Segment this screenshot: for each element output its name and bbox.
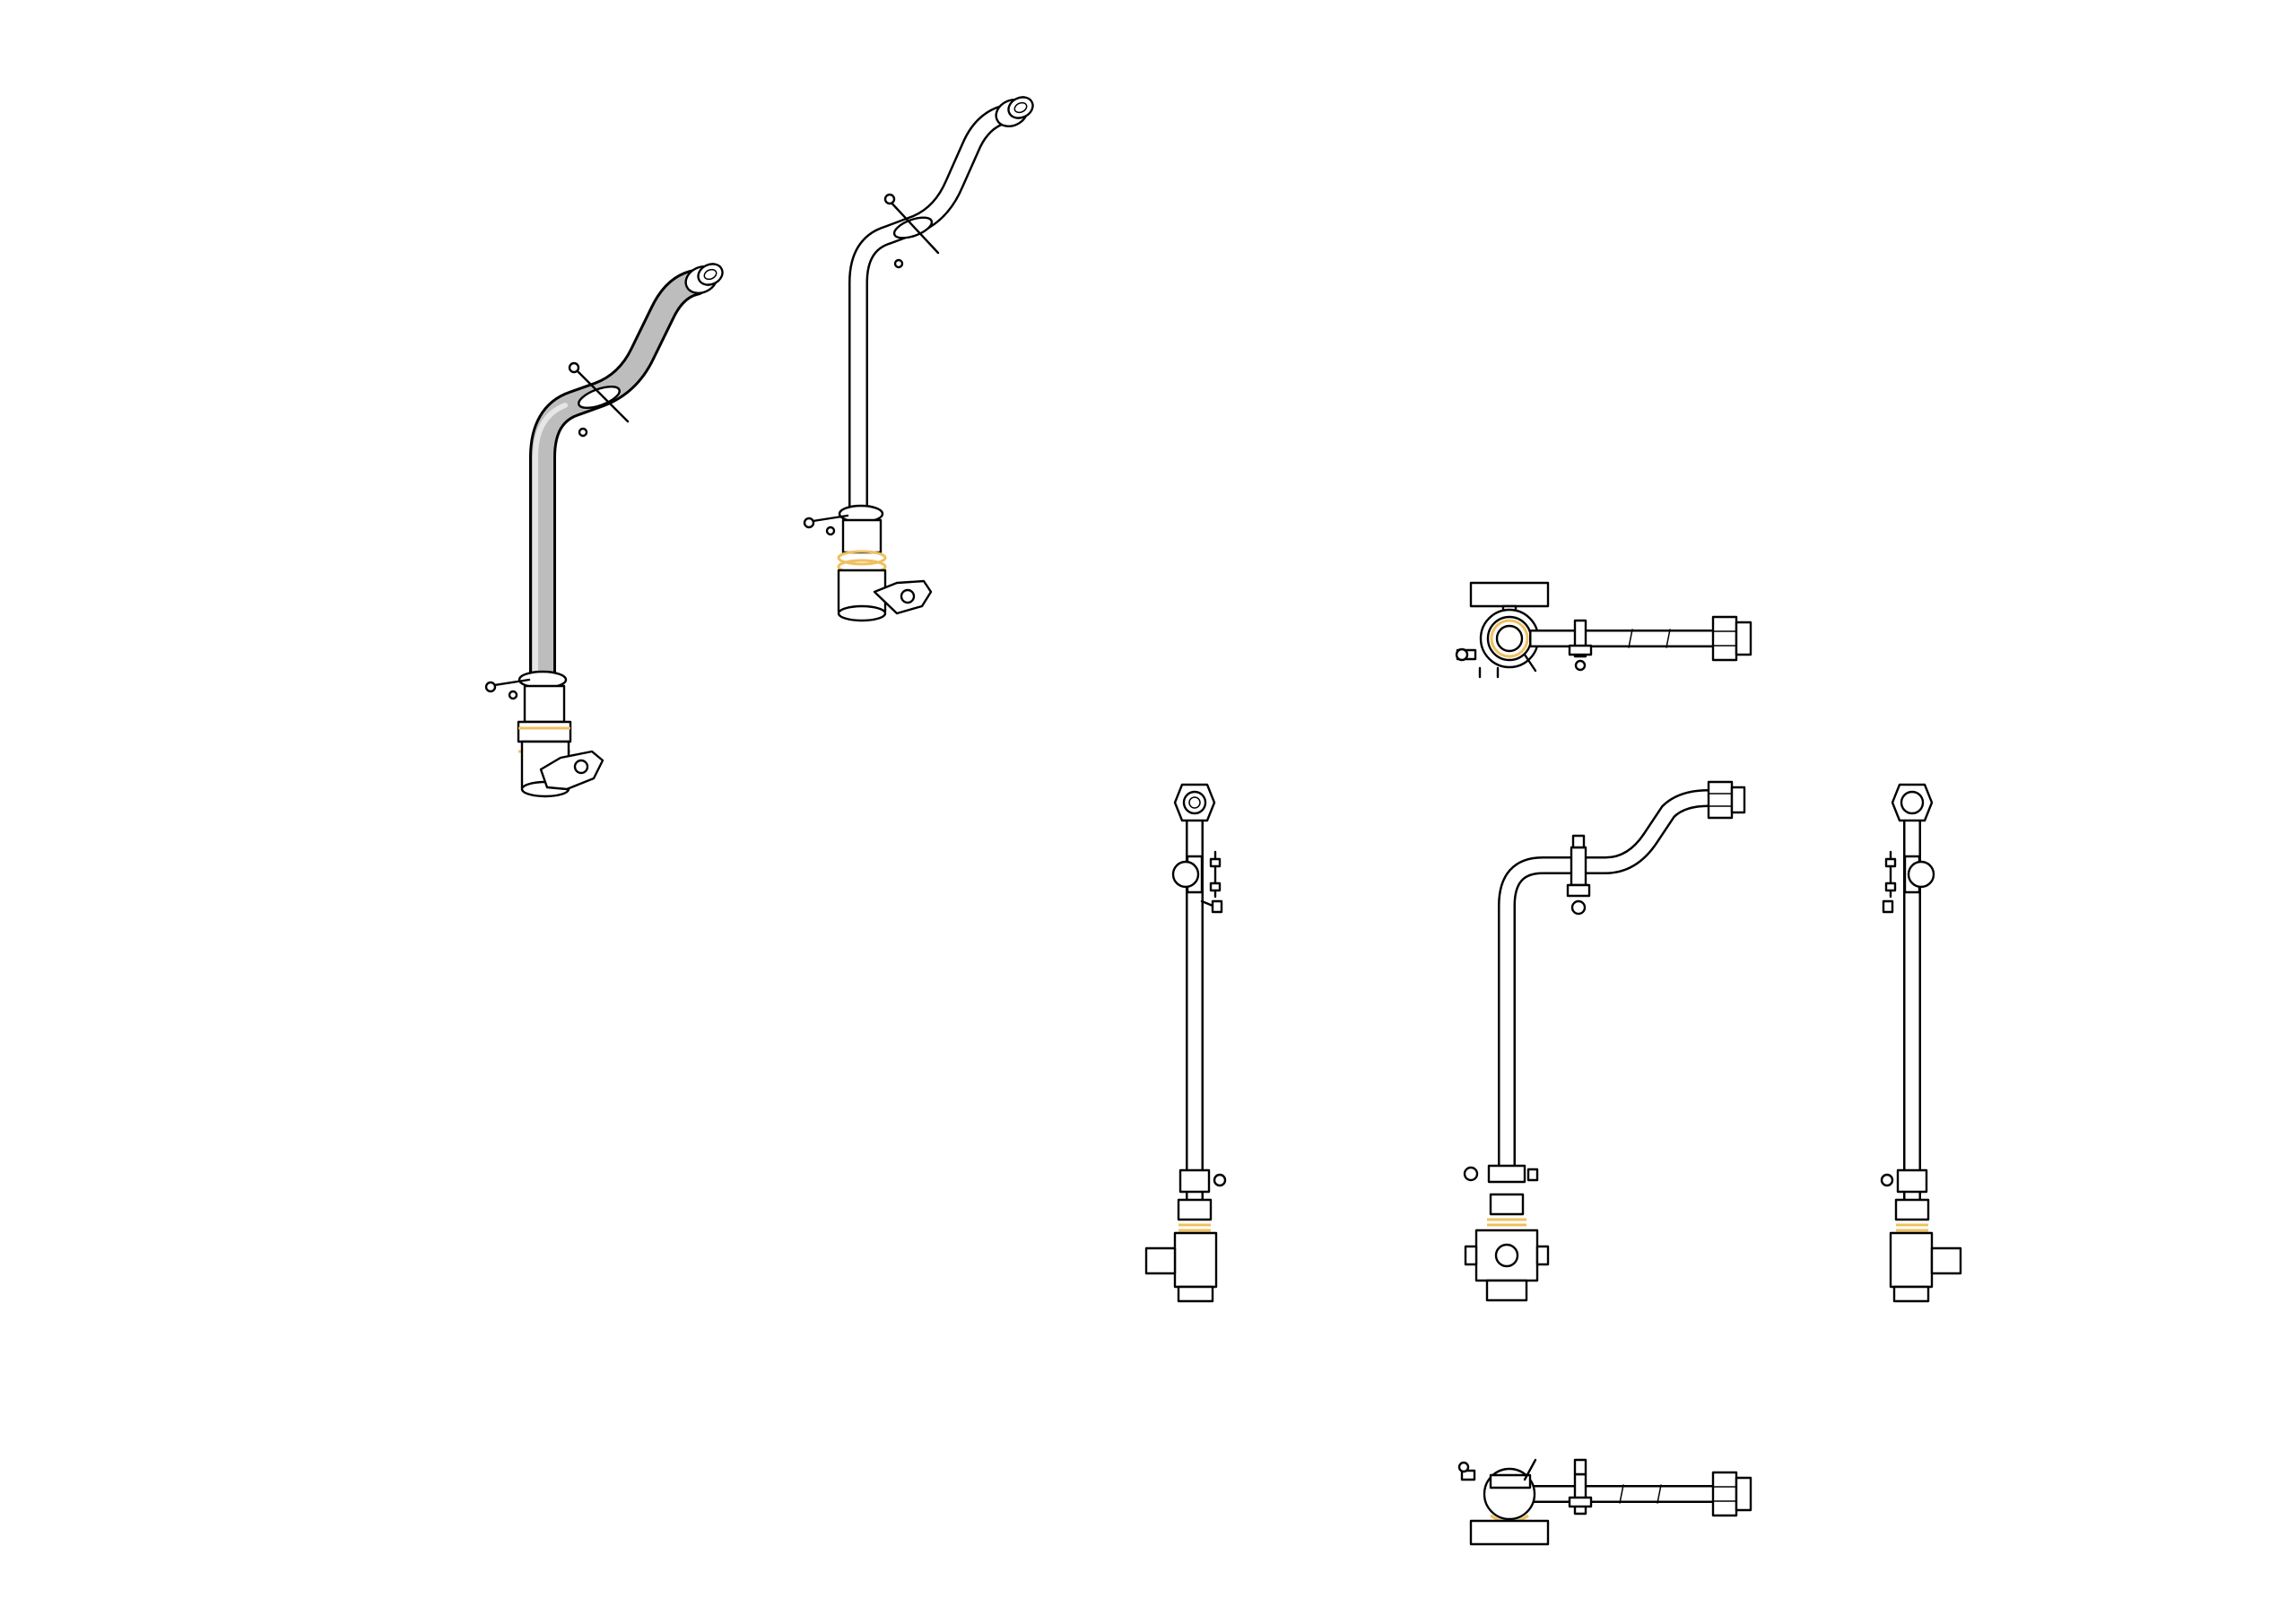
clamp-left-bottom [1178,1168,1211,1194]
pipe-riser-outline [848,105,1013,525]
valve-body-left [1173,1231,1218,1289]
bottom-view [1457,1458,1752,1546]
clamp-front-upper [1570,846,1587,887]
green-handle-icon [539,750,604,791]
valve-body-right [1889,1231,1934,1289]
clamp-right-bottom [1896,1168,1928,1194]
ball-valve-outline [837,518,933,622]
handle-bottom [1469,1519,1550,1546]
isometric-view-shaded [484,263,724,798]
handle-top [1469,581,1550,608]
clamp-front-lower [1487,1164,1526,1184]
pipe-front [1498,788,1718,1179]
pipe-clamp-lower-shaded [484,670,568,700]
union-nut-top-view [1711,615,1738,662]
union-nut-front [1707,780,1734,820]
pipe-clamp-upper-outline [883,193,940,269]
front-view [1463,780,1746,1302]
pipe-clamp-upper-shaded [568,361,630,438]
union-nut-bottom-view [1711,1471,1738,1517]
clamp-bottom-view [1573,1472,1587,1515]
union-nut-top-outline [995,96,1034,127]
isometric-view-outline [803,96,1034,622]
union-nut-top-shaded [684,263,724,294]
right-side-view [1880,783,1962,1303]
pipe-clamp-lower-outline [803,504,884,536]
pipe-riser-shaded [529,269,709,695]
top-view [1455,581,1752,679]
left-side-view [1144,783,1227,1303]
